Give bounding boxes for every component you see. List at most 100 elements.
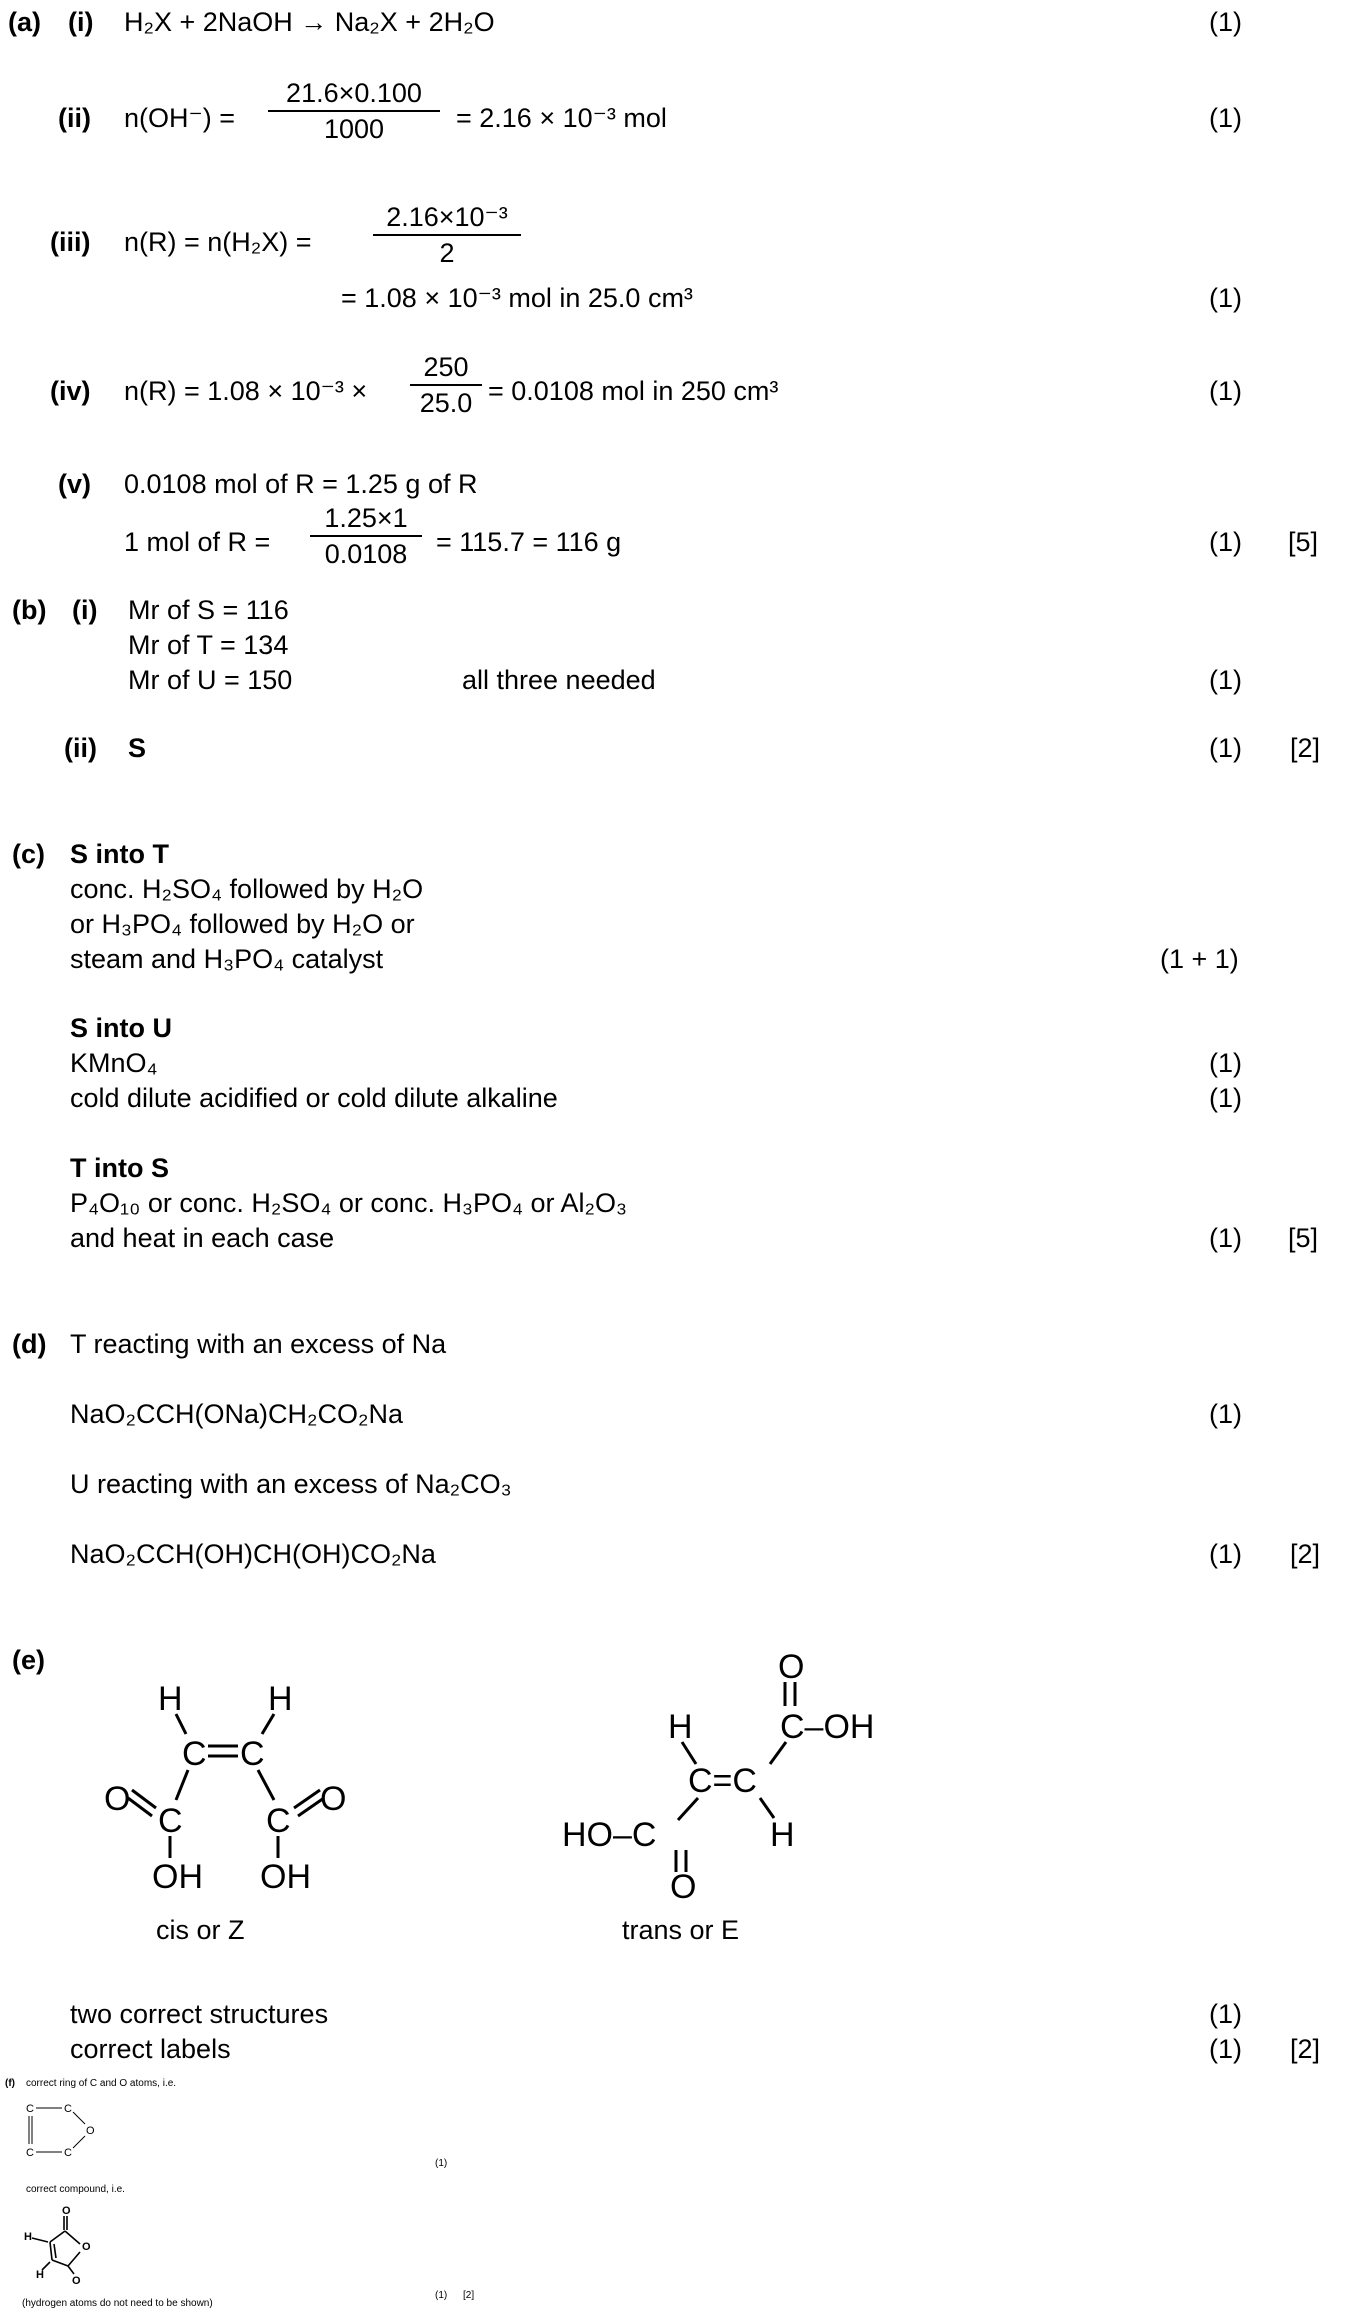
trans-label: trans or E — [622, 1915, 740, 1945]
c-s-to-u-line2: cold dilute acidified or cold dilute alk… — [70, 1083, 558, 1113]
mark-a-i: (1) — [1209, 7, 1242, 37]
atom-ho-c: HO–C — [562, 1816, 656, 1854]
f-note: (hydrogen atoms do not need to be shown) — [22, 2298, 213, 2309]
a-iv-fraction: 250 25.0 — [410, 352, 482, 418]
mark-c-t-to-s: (1) — [1209, 1223, 1242, 1253]
atom-c-eq-c: C=C — [688, 1762, 757, 1800]
b-i-line-1: Mr of T = 134 — [128, 630, 289, 660]
fraction-bar — [410, 384, 482, 386]
atom-h: H — [668, 1708, 693, 1746]
a-v-fraction: 1.25×1 0.0108 — [310, 503, 422, 569]
mark-b-i: (1) — [1209, 665, 1242, 695]
mark-b-ii: (1) — [1209, 733, 1242, 763]
part-b-label: (b) — [12, 595, 47, 625]
part-f-label: (f) — [5, 2078, 15, 2089]
atom-h: H — [24, 2231, 32, 2243]
atom-c: C — [64, 2103, 72, 2115]
atom-c: C — [26, 2103, 34, 2115]
compound-bonds — [31, 2216, 81, 2275]
mark-c-s-to-u-2: (1) — [1209, 1083, 1242, 1113]
part-a-v-label: (v) — [58, 469, 91, 499]
a-v-rhs: = 115.7 = 116 g — [436, 527, 622, 557]
a-v-line1: 0.0108 mol of R = 1.25 g of R — [124, 469, 478, 499]
total-a: [5] — [1288, 527, 1319, 557]
b-ii-answer: S — [128, 733, 147, 763]
fraction-bar — [373, 234, 521, 236]
atom-o: O — [82, 2241, 91, 2253]
total-d: [2] — [1290, 1539, 1321, 1569]
a-iii-numerator: 2.16×10⁻³ — [386, 202, 508, 232]
a-v-denominator: 0.0108 — [324, 539, 408, 569]
e-line1: two correct structures — [70, 1999, 329, 2029]
d-u-head: U reacting with an excess of Na₂CO₃ — [70, 1469, 512, 1499]
a-iii-line2: = 1.08 × 10⁻³ mol in 25.0 cm³ — [341, 283, 693, 313]
atom-h: H — [268, 1680, 293, 1718]
ring-diagram: C C O C C — [26, 2103, 95, 2159]
a-v-lhs: 1 mol of R = — [124, 527, 271, 557]
a-v-numerator: 1.25×1 — [324, 503, 408, 533]
fraction-bar — [268, 110, 440, 112]
mark-e-2: (1) — [1209, 2034, 1242, 2064]
c-s-to-t-head: S into T — [70, 839, 169, 869]
a-ii-numerator: 21.6×0.100 — [286, 78, 422, 108]
atom-c: C — [240, 1735, 265, 1773]
atom-c: C — [266, 1802, 291, 1840]
part-b-i-label: (i) — [72, 595, 98, 625]
bonds — [674, 1682, 797, 1872]
part-a-label: (a) — [8, 7, 41, 37]
a-iv-numerator: 250 — [423, 352, 469, 382]
a-iv-lhs: n(R) = 1.08 × 10⁻³ × — [124, 376, 368, 406]
b-i-note: all three needed — [462, 665, 656, 695]
f-line1: correct ring of C and O atoms, i.e. — [26, 2078, 177, 2089]
mark-a-ii: (1) — [1209, 103, 1242, 133]
total-e: [2] — [1290, 2034, 1321, 2064]
mark-a-v: (1) — [1209, 527, 1242, 557]
c-t-to-s-head: T into S — [70, 1153, 169, 1183]
atom-c: C — [64, 2147, 72, 2159]
atom-oh: OH — [152, 1858, 203, 1890]
a-ii-fraction: 21.6×0.100 1000 — [268, 78, 440, 144]
d-u-formula: NaO₂CCH(OH)CH(OH)CO₂Na — [70, 1539, 436, 1569]
c-t-to-s-line2: and heat in each case — [70, 1223, 335, 1253]
part-c-label: (c) — [12, 839, 45, 869]
atom-h: H — [36, 2269, 44, 2281]
a-iv-rhs: = 0.0108 mol in 250 cm³ — [488, 376, 779, 406]
atom-o: O — [778, 1648, 804, 1686]
part-a-ii-label: (ii) — [58, 103, 91, 133]
mark-d-t: (1) — [1209, 1399, 1242, 1429]
total-c: [5] — [1288, 1223, 1319, 1253]
f-line2: correct compound, i.e. — [26, 2184, 125, 2195]
a-iii-fraction: 2.16×10⁻³ 2 — [373, 202, 521, 268]
c-t-to-s-line1: P₄O₁₀ or conc. H₂SO₄ or conc. H₃PO₄ or A… — [70, 1188, 627, 1218]
mark-c-s-to-t: (1 + 1) — [1160, 944, 1239, 974]
equation-a-i: H₂X + 2NaOH → Na₂X + 2H₂O — [124, 7, 495, 37]
mark-d-u: (1) — [1209, 1539, 1242, 1569]
ring-bonds — [28, 2107, 86, 2153]
total-f: [2] — [463, 2290, 475, 2301]
a-ii-rhs: = 2.16 × 10⁻³ mol — [456, 103, 667, 133]
atom-o: O — [72, 2275, 81, 2287]
a-ii-denominator: 1000 — [323, 114, 385, 144]
part-a-iv-label: (iv) — [50, 376, 91, 406]
atom-c: C — [26, 2147, 34, 2159]
c-s-to-u-head: S into U — [70, 1013, 172, 1043]
b-i-line-2: Mr of U = 150 — [128, 665, 293, 695]
atom-o: O — [104, 1780, 130, 1818]
a-iv-denominator: 25.0 — [419, 388, 473, 418]
atom-c: C — [182, 1735, 207, 1773]
e-line2: correct labels — [70, 2034, 231, 2064]
cis-structure-diagram: H H C C O O C C OH OH — [104, 1680, 346, 1890]
part-a-i-label: (i) — [68, 7, 94, 37]
part-a-iii-label: (iii) — [50, 227, 91, 257]
compound-diagram: O H O H O — [24, 2205, 91, 2287]
cis-label: cis or Z — [156, 1915, 245, 1945]
mark-e-1: (1) — [1209, 1999, 1242, 2029]
a-ii-lhs: n(OH⁻) = — [124, 103, 236, 133]
total-b: [2] — [1290, 733, 1321, 763]
mark-a-iii: (1) — [1209, 283, 1242, 313]
d-t-head: T reacting with an excess of Na — [70, 1329, 447, 1359]
atom-o: O — [86, 2125, 95, 2137]
b-i-line-0: Mr of S = 116 — [128, 595, 289, 625]
part-e-label: (e) — [12, 1645, 45, 1675]
atom-o: O — [670, 1868, 696, 1900]
